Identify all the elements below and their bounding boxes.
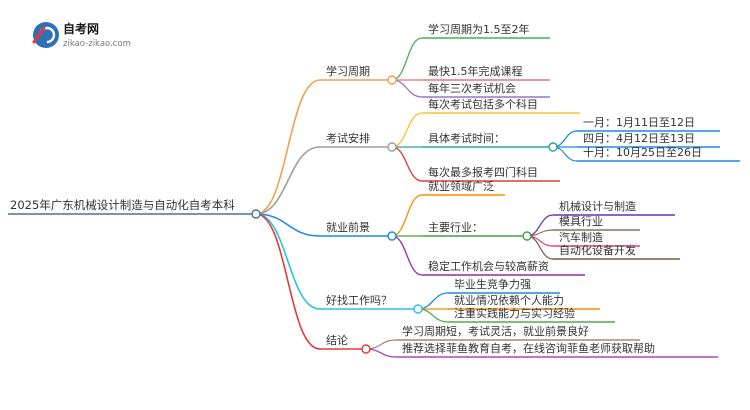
child-link <box>391 194 423 237</box>
branch-0-child-0-label: 学习周期为1.5至2年 <box>428 22 530 36</box>
child-link <box>391 112 423 148</box>
child-link <box>391 79 423 98</box>
branch-3-child-2-label: 注重实践能力与实习经验 <box>454 306 575 320</box>
branch-2-child-1-sub-0-label: 机械设计与制造 <box>559 199 636 213</box>
branch-3-child-1-label: 就业情况依赖个人能力 <box>454 293 564 307</box>
branch-1-child-1-sub-0-label: 一月：1月11日至12日 <box>583 116 695 129</box>
branch-2-child-1-sub-1-label: 模具行业 <box>559 215 603 228</box>
collapse-toggle-icon[interactable] <box>387 75 397 85</box>
branch-0-label: 学习周期 <box>326 64 370 78</box>
child-link <box>391 146 423 182</box>
branch-2-child-0-label: 就业领域广泛 <box>428 179 494 193</box>
logo-url: zikao-zikao.com <box>63 39 131 49</box>
logo-title: 自考网 <box>63 21 99 36</box>
branch-1-label: 考试安排 <box>326 131 370 145</box>
site-logo[interactable]: 自考网 zikao-zikao.com <box>32 21 131 49</box>
child-link <box>391 37 423 81</box>
branch-link <box>255 213 321 310</box>
collapse-toggle-icon[interactable] <box>387 142 397 152</box>
child-link <box>391 235 423 276</box>
root-topic: 2025年广东机械设计制造与自动化自考本科 <box>10 198 235 212</box>
logo-mark-icon <box>33 22 59 48</box>
collapse-toggle-icon[interactable] <box>387 231 397 241</box>
branch-0-child-2-label: 每年三次考试机会 <box>428 81 516 95</box>
branch-2-child-1-label: 主要行业： <box>428 221 483 234</box>
branch-link <box>255 213 321 350</box>
branch-1-child-2-label: 每次最多报考四门科目 <box>428 165 538 179</box>
collapse-toggle-icon[interactable] <box>251 209 261 219</box>
grandchild-link <box>526 235 554 260</box>
branch-1-child-1-sub-1-label: 四月：4月12日至13日 <box>583 132 695 145</box>
branch-link <box>255 213 321 237</box>
child-link <box>417 292 449 310</box>
collapse-toggle-icon[interactable] <box>548 142 558 152</box>
branch-link <box>255 79 321 215</box>
child-link <box>417 308 449 323</box>
branch-2-label: 就业前景 <box>326 220 370 234</box>
branch-1-child-1-label: 具体考试时间： <box>428 131 505 145</box>
branch-3-child-0-label: 毕业生竞争力强 <box>454 277 531 291</box>
branch-link <box>255 146 321 215</box>
collapse-toggle-icon[interactable] <box>361 344 371 354</box>
collapse-toggle-icon[interactable] <box>413 304 423 314</box>
branch-4-child-0-label: 学习周期短，考试灵活，就业前景良好 <box>402 324 589 338</box>
branch-4-child-1-label: 推荐选择菲鱼教育自考，在线咨询菲鱼老师获取帮助 <box>402 341 655 355</box>
branch-2-child-1-sub-3-label: 自动化设备开发 <box>559 243 636 257</box>
branch-0-child-1-label: 最快1.5年完成课程 <box>428 64 523 78</box>
collapse-toggle-icon[interactable] <box>522 231 532 241</box>
branch-1-child-1-sub-2-label: 十月：10月25日至26日 <box>583 145 702 159</box>
mindmap-nodes: 2025年广东机械设计制造与自动化自考本科 学习周期 学习周期为1.5至2年最快1.… <box>10 22 702 355</box>
branch-4-label: 结论 <box>326 333 348 347</box>
branch-3-label: 好找工作吗？ <box>326 293 392 307</box>
branch-2-child-2-label: 稳定工作机会与较高薪资 <box>428 259 549 273</box>
branch-1-child-0-label: 每次考试包括多个科目 <box>428 97 538 111</box>
branch-2-child-1-sub-2-label: 汽车制造 <box>559 230 603 244</box>
